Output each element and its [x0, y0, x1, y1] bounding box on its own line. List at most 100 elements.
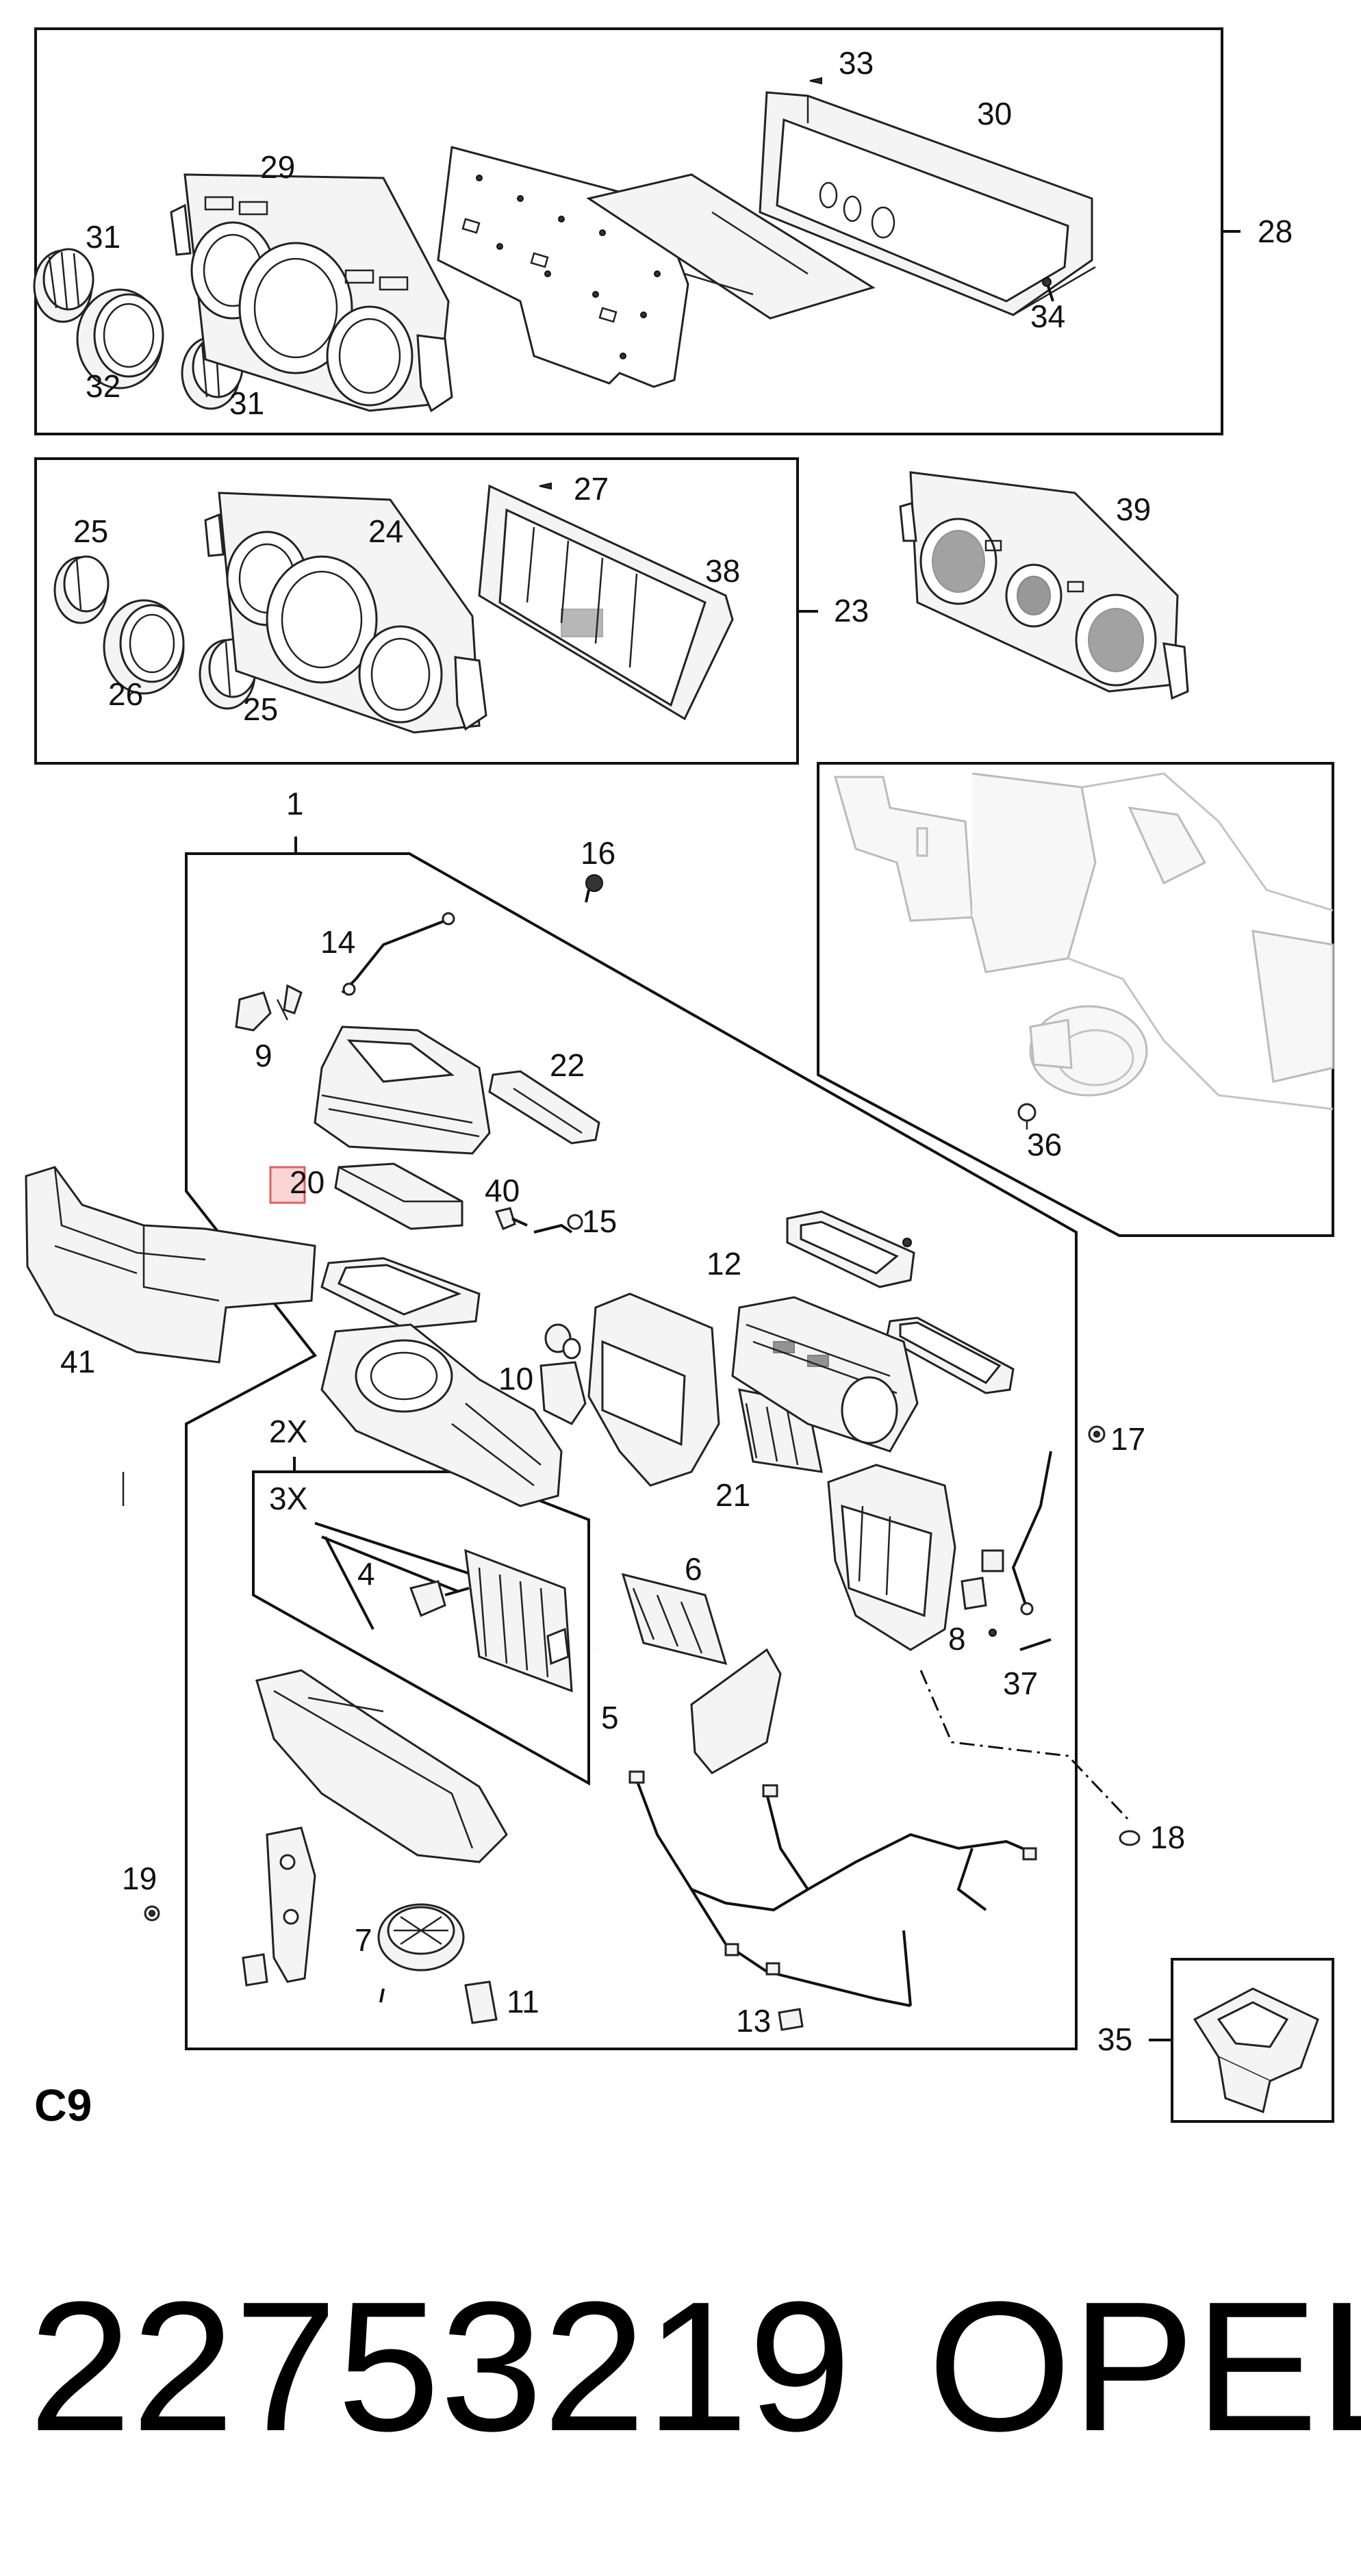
callout-15: 15: [582, 1203, 617, 1239]
cable-37: [981, 1451, 1052, 1651]
callout-31-left: 31: [86, 219, 120, 255]
control-panel-24: [204, 492, 487, 734]
callout-26: 26: [108, 676, 143, 712]
pipe-12: [576, 1260, 722, 1300]
part-box-35: [1149, 1958, 1334, 2123]
part-number: 22753219: [29, 2264, 851, 2470]
bezel-30: [759, 91, 1096, 316]
callout-27: 27: [574, 471, 609, 507]
callout-24: 24: [368, 513, 403, 549]
wiring-harness: [628, 1770, 1037, 2007]
bracket-9: [235, 984, 303, 1032]
callout-23: 23: [834, 593, 869, 628]
cable-14: [341, 912, 455, 996]
bracket: [690, 1648, 782, 1774]
control-panel-39: [899, 471, 1189, 700]
right-housing: [827, 1464, 956, 1651]
callout-30: 30: [977, 96, 1012, 131]
part-40: [494, 1207, 528, 1230]
sensor-4: [409, 1580, 470, 1617]
resistor-11: [464, 1980, 498, 2024]
callout-41: 41: [60, 1344, 95, 1379]
part-8: [961, 1577, 997, 1637]
blower-case: [255, 1669, 508, 1863]
screw-33: [809, 77, 822, 85]
strip-22: [488, 1070, 600, 1145]
screw-16: [585, 874, 603, 903]
grommet-18: [919, 1670, 1141, 1846]
callout-37: 37: [1003, 1666, 1038, 1701]
callout-29: 29: [260, 149, 295, 185]
callout-12: 12: [707, 1246, 741, 1281]
blower-motor-7: [377, 1903, 465, 2003]
control-panel-29: [170, 173, 453, 413]
callout-5: 5: [601, 1700, 619, 1735]
callout-20: 20: [290, 1164, 325, 1200]
callout-22: 22: [550, 1047, 585, 1083]
callout-33: 33: [839, 45, 874, 81]
callout-28: 28: [1258, 214, 1293, 249]
clip-36: [1017, 1103, 1036, 1130]
knob-31-left: [33, 248, 94, 323]
knob-25-left: [53, 555, 110, 624]
callout-32: 32: [86, 368, 120, 404]
filter-20: [334, 1162, 463, 1230]
callout-36: 36: [1027, 1127, 1062, 1162]
nut-17: [1088, 1425, 1106, 1443]
brand-name: OPEL: [928, 2264, 1361, 2470]
clip-13: [778, 2008, 804, 2031]
evaporator-core: [464, 1548, 573, 1693]
callout-39: 39: [1116, 492, 1151, 527]
highlight-marker: [269, 1166, 306, 1204]
callout-19: 19: [122, 1861, 157, 1896]
ring-26: [103, 599, 185, 695]
nut-19: [144, 1905, 160, 1922]
evaporator-housing: [731, 1296, 919, 1453]
filter-frame: [320, 1257, 481, 1329]
screw-27: [539, 482, 552, 490]
assembly-box-28: [34, 27, 1241, 435]
callout-9: 9: [255, 1038, 272, 1073]
hose-15: [533, 1214, 583, 1234]
heater-core-6: [621, 1572, 728, 1666]
callout-labels: 1 2X 3X 4 5 6 7 8 9 10 11 12 13 14 15 16…: [60, 45, 1293, 2057]
callout-17: 17: [1110, 1421, 1145, 1457]
callout-35: 35: [1097, 2022, 1132, 2057]
callout-3x: 3X: [269, 1481, 307, 1516]
callout-25-left: 25: [73, 513, 108, 549]
callout-4: 4: [357, 1556, 375, 1592]
callout-10: 10: [498, 1361, 533, 1397]
callout-40: 40: [485, 1173, 520, 1208]
callout-14: 14: [320, 924, 355, 960]
callout-1: 1: [286, 786, 304, 821]
callout-16: 16: [581, 835, 615, 871]
pipes-5: [594, 1649, 726, 1713]
display-plate: [586, 173, 876, 320]
middle-housing: [587, 1292, 720, 1487]
callout-25-right: 25: [243, 691, 278, 727]
rods-3x: [314, 1522, 473, 1630]
inset-box-36: [817, 762, 1334, 1237]
callout-7: 7: [355, 1922, 372, 1958]
callout-34: 34: [1030, 298, 1065, 334]
callout-38: 38: [705, 553, 740, 589]
upper-housing: [314, 1025, 491, 1155]
screw-34: [1042, 277, 1054, 302]
callout-2x: 2X: [269, 1414, 307, 1449]
callout-11: 11: [507, 1984, 539, 2019]
bracket-lower: [242, 1826, 316, 1987]
callout-18: 18: [1150, 1820, 1185, 1855]
callout-8: 8: [948, 1621, 966, 1657]
housing-38: [478, 484, 734, 721]
duct-41: [25, 1166, 316, 1364]
section-code: C9: [34, 2080, 92, 2130]
lower-housing: [320, 1323, 563, 1507]
assembly-box-23: [34, 457, 818, 765]
callout-31-right: 31: [229, 385, 264, 421]
ring-32: [76, 288, 164, 390]
actuator-10: [539, 1323, 587, 1425]
callout-6: 6: [685, 1551, 702, 1587]
callout-21: 21: [715, 1477, 750, 1513]
vent-frame: [786, 1210, 915, 1288]
